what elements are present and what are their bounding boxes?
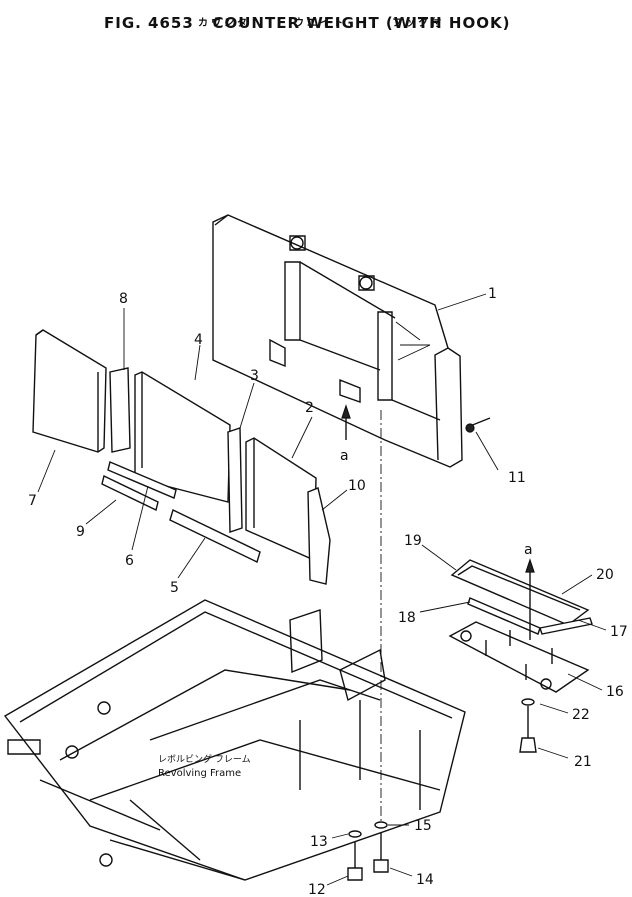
part-12-bolt xyxy=(347,842,363,881)
part-11-bolt xyxy=(465,417,491,433)
part-13-washer xyxy=(348,830,362,838)
part-10-plate xyxy=(307,487,331,585)
counterweight-body xyxy=(212,214,463,468)
callout-12: 12 xyxy=(308,882,326,897)
callout-19: 19 xyxy=(404,533,422,549)
title-kana-counter: カウンタ xyxy=(198,18,250,29)
part-22-washer xyxy=(521,698,535,706)
callout-1: 1 xyxy=(488,286,497,302)
callout-22: 22 xyxy=(572,707,590,723)
callout-18: 18 xyxy=(398,610,416,626)
part-6-bar xyxy=(107,461,177,499)
part-21-bolt xyxy=(519,706,537,753)
part-7-plate xyxy=(32,329,107,453)
callout-13: 13 xyxy=(310,834,328,850)
callout-4: 4 xyxy=(194,332,203,348)
callout-20: 20 xyxy=(596,567,614,583)
part-19-20-bracket xyxy=(450,559,590,626)
callout-11: 11 xyxy=(508,470,526,486)
callout-14: 14 xyxy=(416,872,434,888)
part-14-bolt xyxy=(373,833,389,873)
figure-name: COUNTER WEIGHT (WITH HOOK) xyxy=(212,14,511,32)
title-kana-weight: ウエイト xyxy=(294,18,346,29)
view-arrow-a-body xyxy=(341,404,351,440)
callout-7: 7 xyxy=(28,493,37,509)
callout-6: 6 xyxy=(125,553,134,569)
callout-3: 3 xyxy=(250,368,259,384)
callout-15: 15 xyxy=(414,818,432,834)
part-15-washer xyxy=(374,821,388,829)
revolving-frame xyxy=(3,599,466,881)
callout-21: 21 xyxy=(574,754,592,770)
view-marker-body: a xyxy=(340,448,349,464)
part-16-plate xyxy=(448,621,590,693)
callout-2: 2 xyxy=(305,400,314,416)
figure-number: FIG. 4653 xyxy=(104,14,194,32)
callout-5: 5 xyxy=(170,580,179,596)
part-3-plate xyxy=(227,427,243,533)
callout-numbers: 1 2 3 4 5 6 7 8 9 10 11 12 13 14 15 16 1… xyxy=(28,286,628,897)
figure-title: カウンタ ウエイト フック付 FIG. 4653 COUNTER WEIGHT … xyxy=(104,14,510,32)
callout-10: 10 xyxy=(348,478,366,494)
part-8-plate xyxy=(109,367,131,453)
view-marker-bracket: a xyxy=(524,542,533,558)
part-2-plate xyxy=(245,437,317,562)
leader-lines xyxy=(37,293,607,886)
callout-9: 9 xyxy=(76,524,85,540)
callout-17: 17 xyxy=(610,624,628,640)
view-arrow-a-bracket xyxy=(525,558,535,640)
callout-8: 8 xyxy=(119,291,128,307)
part-5-bar xyxy=(169,509,261,563)
callout-16: 16 xyxy=(606,684,624,700)
frame-label-jp: レボルビング フレーム xyxy=(158,753,251,765)
frame-label-en: Revolving Frame xyxy=(158,768,241,779)
title-kana-hook: フック付 xyxy=(392,18,444,29)
part-17-bar xyxy=(539,617,593,635)
